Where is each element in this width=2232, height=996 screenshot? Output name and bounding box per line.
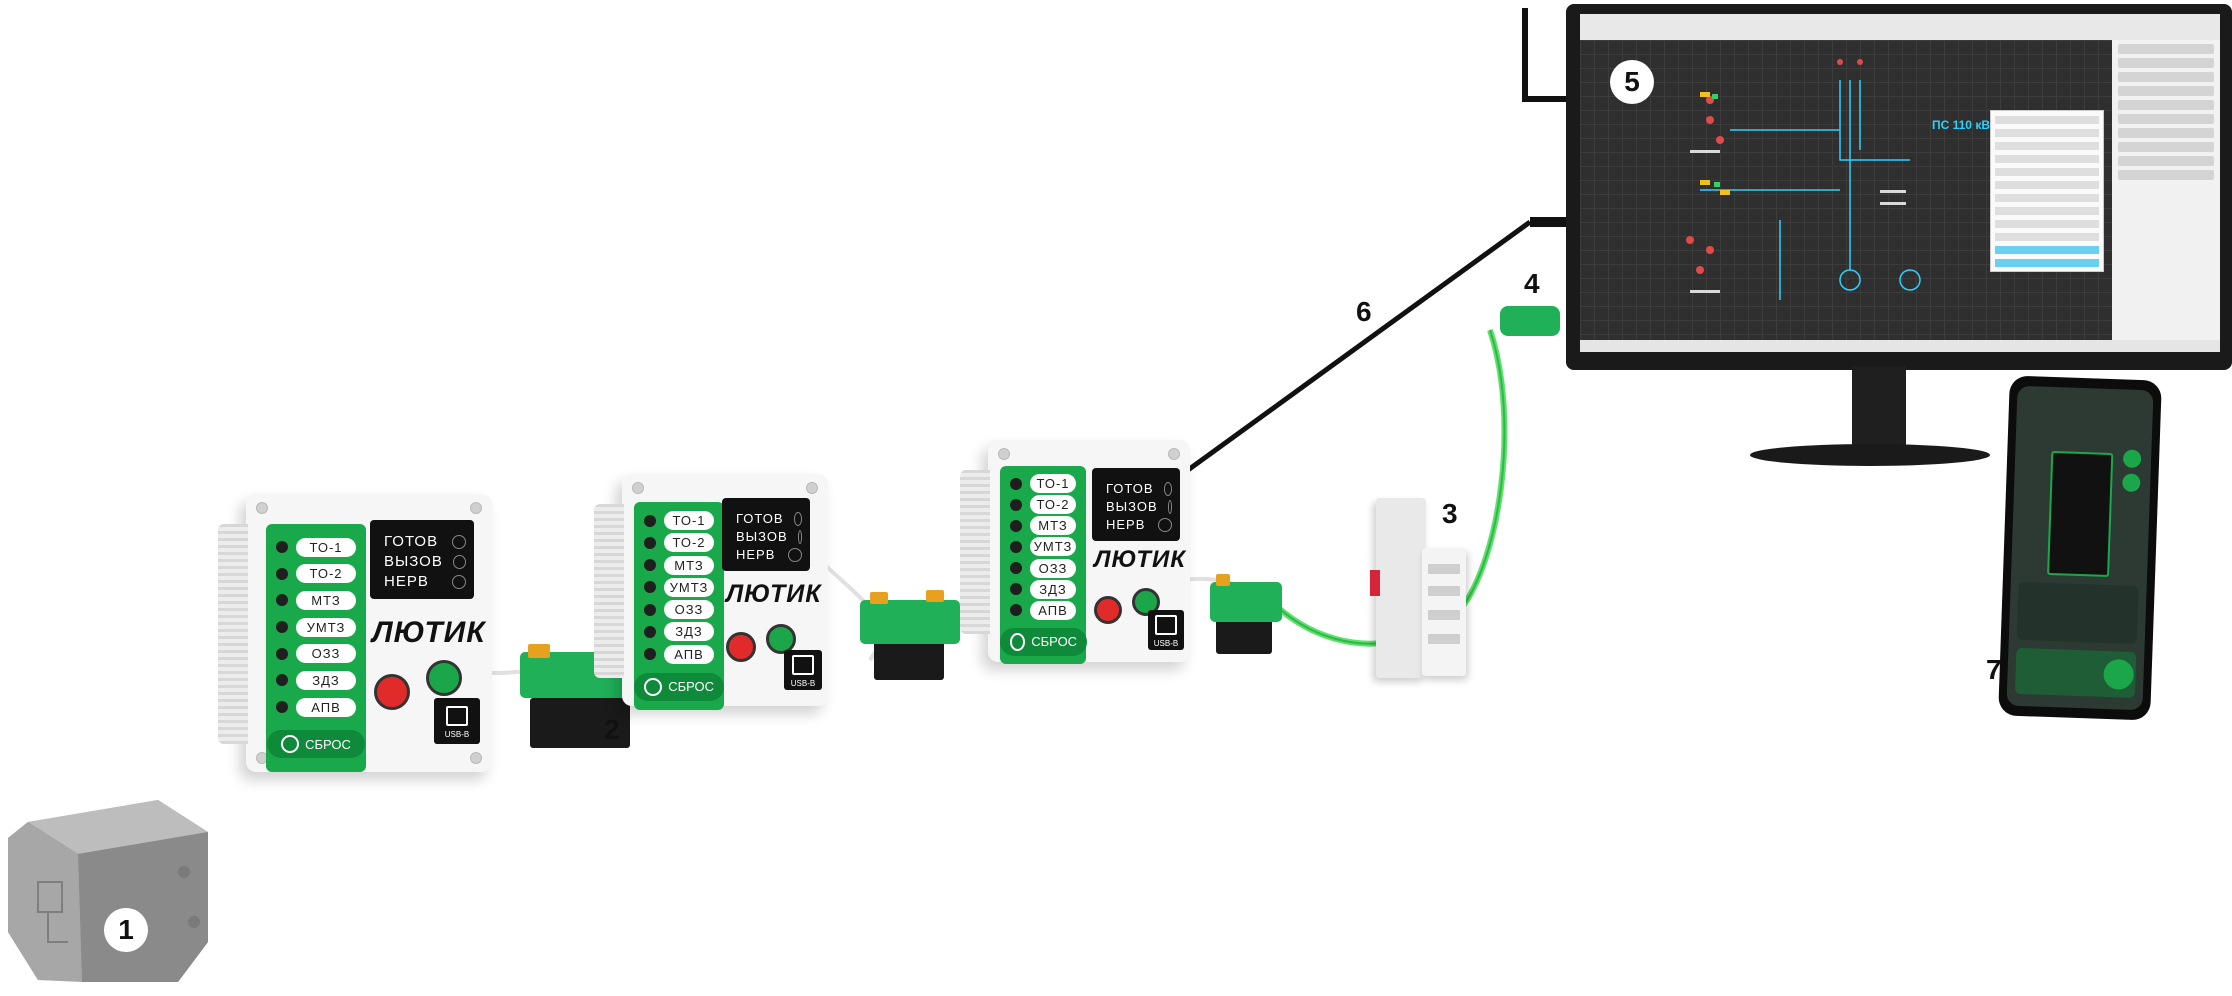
relay-panel-3: ТО-1 ТО-2 МТЗ УМТЗ ОЗЗ ЗДЗ АПВ СБРОС ГОТ… (960, 440, 1190, 664)
relay-panel-1: ТО-1 ТО-2 МТЗ УМТЗ ОЗЗ ЗДЗ АПВ СБРОС ГОТ… (218, 494, 492, 772)
label-7: 7 (1986, 654, 2002, 685)
led-label: ЗДЗ (296, 670, 356, 690)
led-label: УМТЗ (664, 577, 714, 597)
led-label: АПВ (1030, 600, 1076, 620)
sensor-cube (8, 792, 212, 988)
label-5: 5 (1610, 60, 1654, 104)
software-toolbar[interactable] (1580, 14, 2220, 41)
status-bar (1580, 340, 2220, 352)
reset-button[interactable]: СБРОС (1000, 627, 1088, 656)
led-label: ЗДЗ (1030, 579, 1076, 599)
led-label: МТЗ (296, 590, 356, 610)
led-label: УМТЗ (1030, 537, 1076, 557)
status-display-3: ГОТОВ ВЫЗОВ НЕРВ (1092, 468, 1180, 541)
cable-6 (1186, 219, 1532, 473)
label-3: 3 (1442, 498, 1458, 529)
wall-bracket-arm (1522, 96, 1572, 102)
led-label: МТЗ (664, 555, 714, 575)
phone-action-button[interactable] (2121, 473, 2141, 493)
status-display-1: ГОТОВ ВЫЗОВ НЕРВ (370, 520, 474, 599)
led-label: ТО-2 (664, 533, 714, 553)
properties-panel[interactable] (2112, 40, 2220, 352)
monitor: ПС 110 кВ (1566, 4, 2232, 370)
interface-converter-3 (1206, 572, 1286, 662)
led-label: ОЗЗ (1030, 558, 1076, 578)
green-button[interactable] (426, 660, 462, 696)
red-button[interactable] (1094, 596, 1122, 624)
device-list-popup[interactable] (1990, 110, 2104, 272)
led-label: МТЗ (1030, 516, 1076, 536)
red-button[interactable] (374, 674, 410, 710)
label-4: 4 (1524, 268, 1540, 299)
phone-screen (2006, 385, 2154, 711)
led-label: ТО-2 (296, 564, 356, 584)
label-6: 6 (1356, 296, 1372, 327)
phone-info-card[interactable] (2016, 581, 2139, 645)
smartphone (1998, 375, 2162, 721)
led-label: ОЗЗ (296, 644, 356, 664)
led-label: ТО-1 (296, 537, 356, 557)
monitor-stand (1852, 366, 1906, 446)
phone-action-button[interactable] (2122, 449, 2142, 469)
single-line-diagram[interactable]: ПС 110 кВ (1580, 40, 2112, 340)
usb-converter-4 (1500, 300, 1570, 342)
led-label: АПВ (296, 697, 356, 717)
din-module (1370, 498, 1466, 678)
brand-logo: ЛЮТИК (726, 580, 822, 608)
led-strip-1: ТО-1 ТО-2 МТЗ УМТЗ ОЗЗ ЗДЗ АПВ СБРОС (266, 524, 366, 772)
reset-button[interactable]: СБРОС (267, 730, 365, 759)
red-button[interactable] (726, 632, 756, 662)
led-strip-2: ТО-1 ТО-2 МТЗ УМТЗ ОЗЗ ЗДЗ АПВ СБРОС (634, 502, 725, 710)
usb-port[interactable]: USB-B (1148, 610, 1184, 650)
status-display-2: ГОТОВ ВЫЗОВ НЕРВ (722, 498, 810, 571)
monitor-screen: ПС 110 кВ (1580, 14, 2220, 352)
substation-title: ПС 110 кВ (1932, 118, 1990, 132)
usb-port[interactable]: USB-B (784, 650, 822, 690)
label-1: 1 (104, 908, 148, 952)
wall-bracket (1522, 8, 1528, 100)
led-label: ОЗЗ (664, 600, 714, 620)
led-strip-3: ТО-1 ТО-2 МТЗ УМТЗ ОЗЗ ЗДЗ АПВ СБРОС (1000, 466, 1088, 664)
reset-button[interactable]: СБРОС (634, 672, 725, 701)
led-label: ТО-1 (1030, 474, 1076, 494)
led-label: ТО-1 (664, 511, 714, 531)
led-label: ТО-2 (1030, 495, 1076, 515)
interface-converter-mid (850, 590, 970, 690)
led-label: АПВ (664, 644, 714, 664)
usb-port[interactable]: USB-B (434, 698, 480, 744)
green-button[interactable] (766, 624, 796, 654)
led-label: ЗДЗ (664, 622, 714, 642)
relay-panel-2: ТО-1 ТО-2 МТЗ УМТЗ ОЗЗ ЗДЗ АПВ СБРОС ГОТ… (594, 474, 828, 710)
label-2: 2 (604, 714, 620, 745)
led-label: УМТЗ (296, 617, 356, 637)
phone-device-image (2047, 450, 2114, 578)
brand-logo: ЛЮТИК (372, 616, 486, 649)
monitor-base (1750, 444, 1990, 466)
brand-logo: ЛЮТИК (1094, 546, 1186, 573)
